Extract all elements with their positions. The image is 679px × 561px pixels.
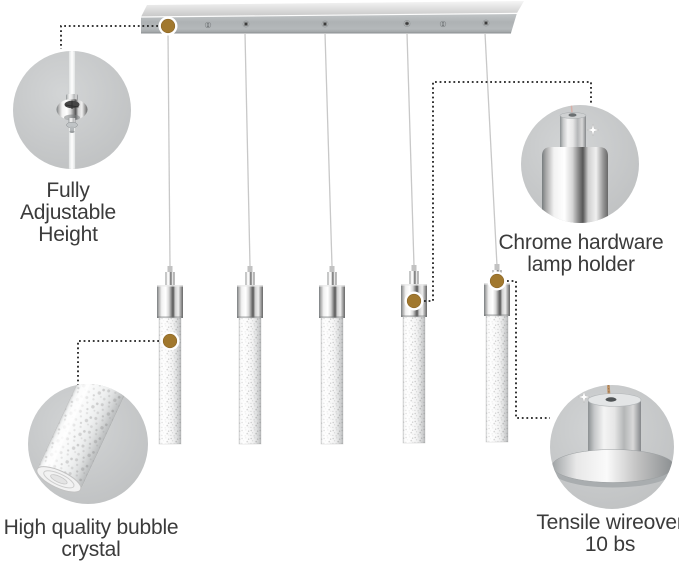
callout-connectors bbox=[60, 25, 592, 419]
callout-circle-lamp-holder bbox=[521, 105, 639, 223]
label-fully-adjustable-height: Fully Adjustable Height bbox=[0, 180, 136, 246]
label-chrome-hardware-lamp-holder: Chrome hardware lamp holder bbox=[498, 232, 664, 276]
hanging-wire bbox=[406, 32, 415, 267]
bubble-crystal-detail-icon bbox=[36, 384, 143, 493]
label-line: lamp holder bbox=[527, 253, 635, 276]
pendant-light-3 bbox=[318, 265, 346, 445]
canopy-screw-icon bbox=[439, 20, 447, 28]
callout-circle-adjustable-height bbox=[13, 51, 131, 169]
callout-circle-tensile-wire bbox=[550, 385, 674, 509]
height-adjuster-detail-icon bbox=[56, 51, 88, 169]
callout-marker-holder bbox=[404, 291, 424, 311]
canopy-front-face bbox=[141, 13, 517, 33]
wire-mount-icon bbox=[321, 20, 329, 28]
pendant-light-1 bbox=[156, 265, 184, 445]
pendant-light-5 bbox=[483, 263, 511, 443]
label-line: 10 bs bbox=[584, 533, 636, 556]
callout-dotted-line-adjustable bbox=[60, 25, 158, 49]
ceiling-canopy bbox=[140, 1, 524, 34]
callout-marker-crystal bbox=[160, 331, 180, 351]
label-line: High quality bubble bbox=[3, 516, 179, 539]
callout-marker-canopy bbox=[158, 16, 178, 36]
hanging-wire bbox=[244, 32, 251, 267]
label-line: Chrome hardware bbox=[498, 231, 664, 254]
hanging-wire bbox=[484, 32, 498, 267]
wire-mount-icon bbox=[403, 19, 411, 28]
label-high-quality-bubble-crystal: High quality bubble crystal bbox=[2, 517, 180, 561]
wire-base-detail-icon bbox=[551, 385, 674, 488]
canopy-screw-icon bbox=[204, 21, 212, 29]
wire-mount-icon bbox=[242, 20, 250, 28]
hanging-wires bbox=[167, 32, 498, 267]
pendant-light-2 bbox=[236, 265, 264, 445]
hanging-wire bbox=[167, 32, 171, 267]
wire-mount-icon bbox=[482, 19, 490, 27]
callout-dotted-line-holder bbox=[424, 81, 592, 302]
lamp-holder-detail-icon bbox=[542, 105, 608, 223]
callout-dotted-line-crystal bbox=[77, 340, 159, 385]
label-line: Tensile wireover bbox=[536, 511, 679, 534]
label-line: crystal bbox=[61, 538, 121, 561]
canopy-edge-highlight bbox=[140, 12, 518, 18]
canopy-top-face bbox=[141, 1, 524, 17]
hanging-wire bbox=[324, 32, 333, 267]
callout-dotted-line-wire bbox=[507, 280, 550, 419]
label-tensile-wireover: Tensile wireover 10 bs bbox=[524, 512, 679, 556]
callout-circle-bubble-crystal bbox=[28, 384, 148, 504]
pendant-lights bbox=[156, 263, 511, 445]
label-line: Fully Adjustable bbox=[19, 179, 117, 224]
label-line: Height bbox=[38, 223, 98, 246]
